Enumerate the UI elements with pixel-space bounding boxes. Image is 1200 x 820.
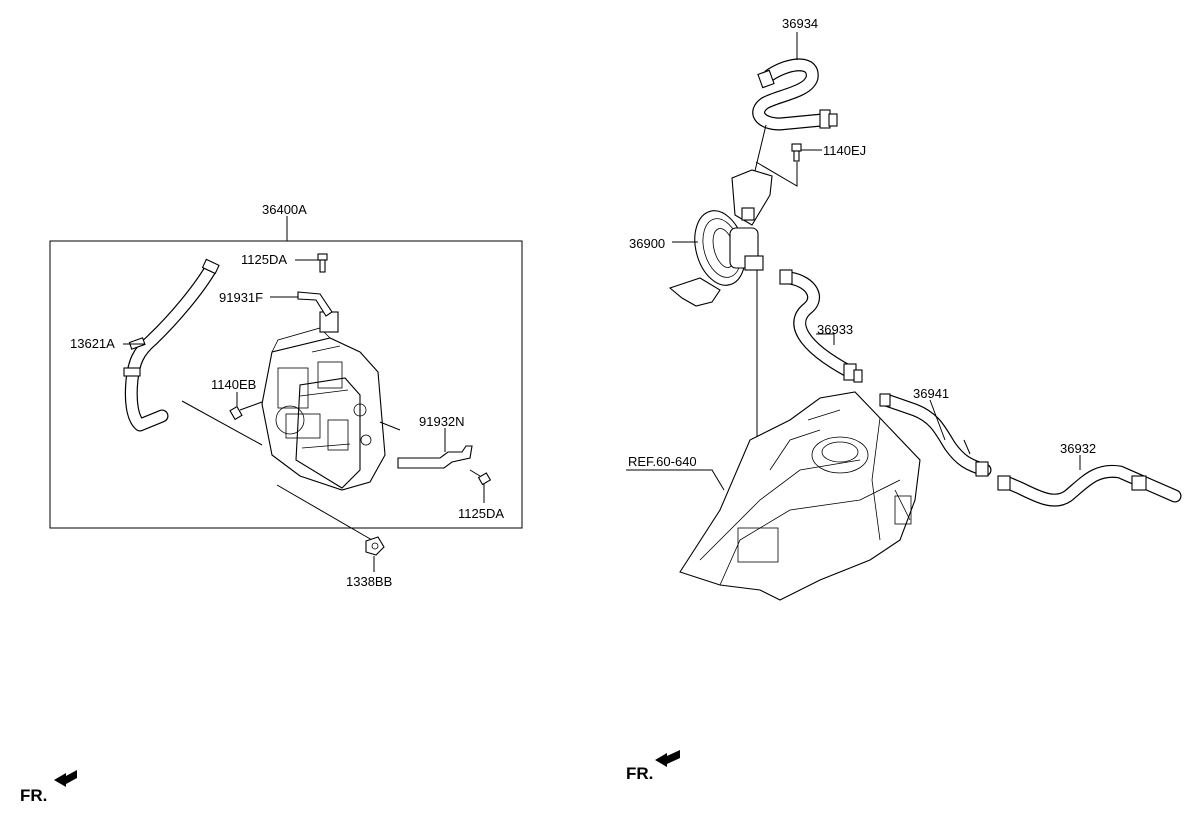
nut-1338bb[interactable] (365, 536, 385, 556)
bracket-91931f[interactable] (297, 291, 333, 317)
pump-36900[interactable] (668, 169, 773, 307)
label-36941[interactable]: 36941 (913, 386, 949, 401)
bracket-91932n[interactable] (397, 445, 473, 469)
bolt-1140eb[interactable] (229, 401, 263, 421)
hose-36934[interactable] (752, 58, 838, 131)
label-1338BB[interactable]: 1338BB (346, 574, 392, 589)
label-1125DA-top[interactable]: 1125DA (241, 252, 287, 267)
label-91931F[interactable]: 91931F (219, 290, 263, 305)
vehicle-body-ref-60-640[interactable] (679, 391, 921, 601)
label-91932N[interactable]: 91932N (419, 414, 465, 429)
label-1140EB[interactable]: 1140EB (211, 377, 256, 392)
svg-text:FR.: FR. (626, 764, 653, 783)
label-36934[interactable]: 36934 (782, 16, 818, 31)
hose-36933[interactable] (779, 269, 863, 383)
label-36400A[interactable]: 36400A (262, 202, 307, 217)
label-REF-60-640[interactable]: REF.60-640 (628, 454, 697, 469)
label-13621A[interactable]: 13621A (70, 336, 115, 351)
label-36900[interactable]: 36900 (629, 236, 665, 251)
bolt-1125da-top[interactable] (317, 253, 328, 273)
label-36932[interactable]: 36932 (1060, 441, 1096, 456)
pipe-36941[interactable] (879, 393, 992, 477)
bolt-1125da-bottom[interactable] (469, 469, 492, 486)
label-36933[interactable]: 36933 (817, 322, 853, 337)
label-1140EJ[interactable]: 1140EJ (823, 143, 866, 158)
front-indicator-left: FR. (20, 770, 77, 805)
assembly-outline-box (49, 240, 523, 529)
assembly-36400a-group: 36400A 13621A (49, 202, 523, 541)
label-1125DA-bottom[interactable]: 1125DA (458, 506, 504, 521)
hvac-control-unit[interactable] (261, 311, 386, 491)
front-indicator-right: FR. (626, 750, 680, 783)
svg-text:FR.: FR. (20, 786, 47, 805)
hose-13621a[interactable] (123, 258, 220, 432)
hose-36932[interactable] (997, 464, 1182, 507)
bolt-1140ej[interactable] (791, 143, 802, 162)
